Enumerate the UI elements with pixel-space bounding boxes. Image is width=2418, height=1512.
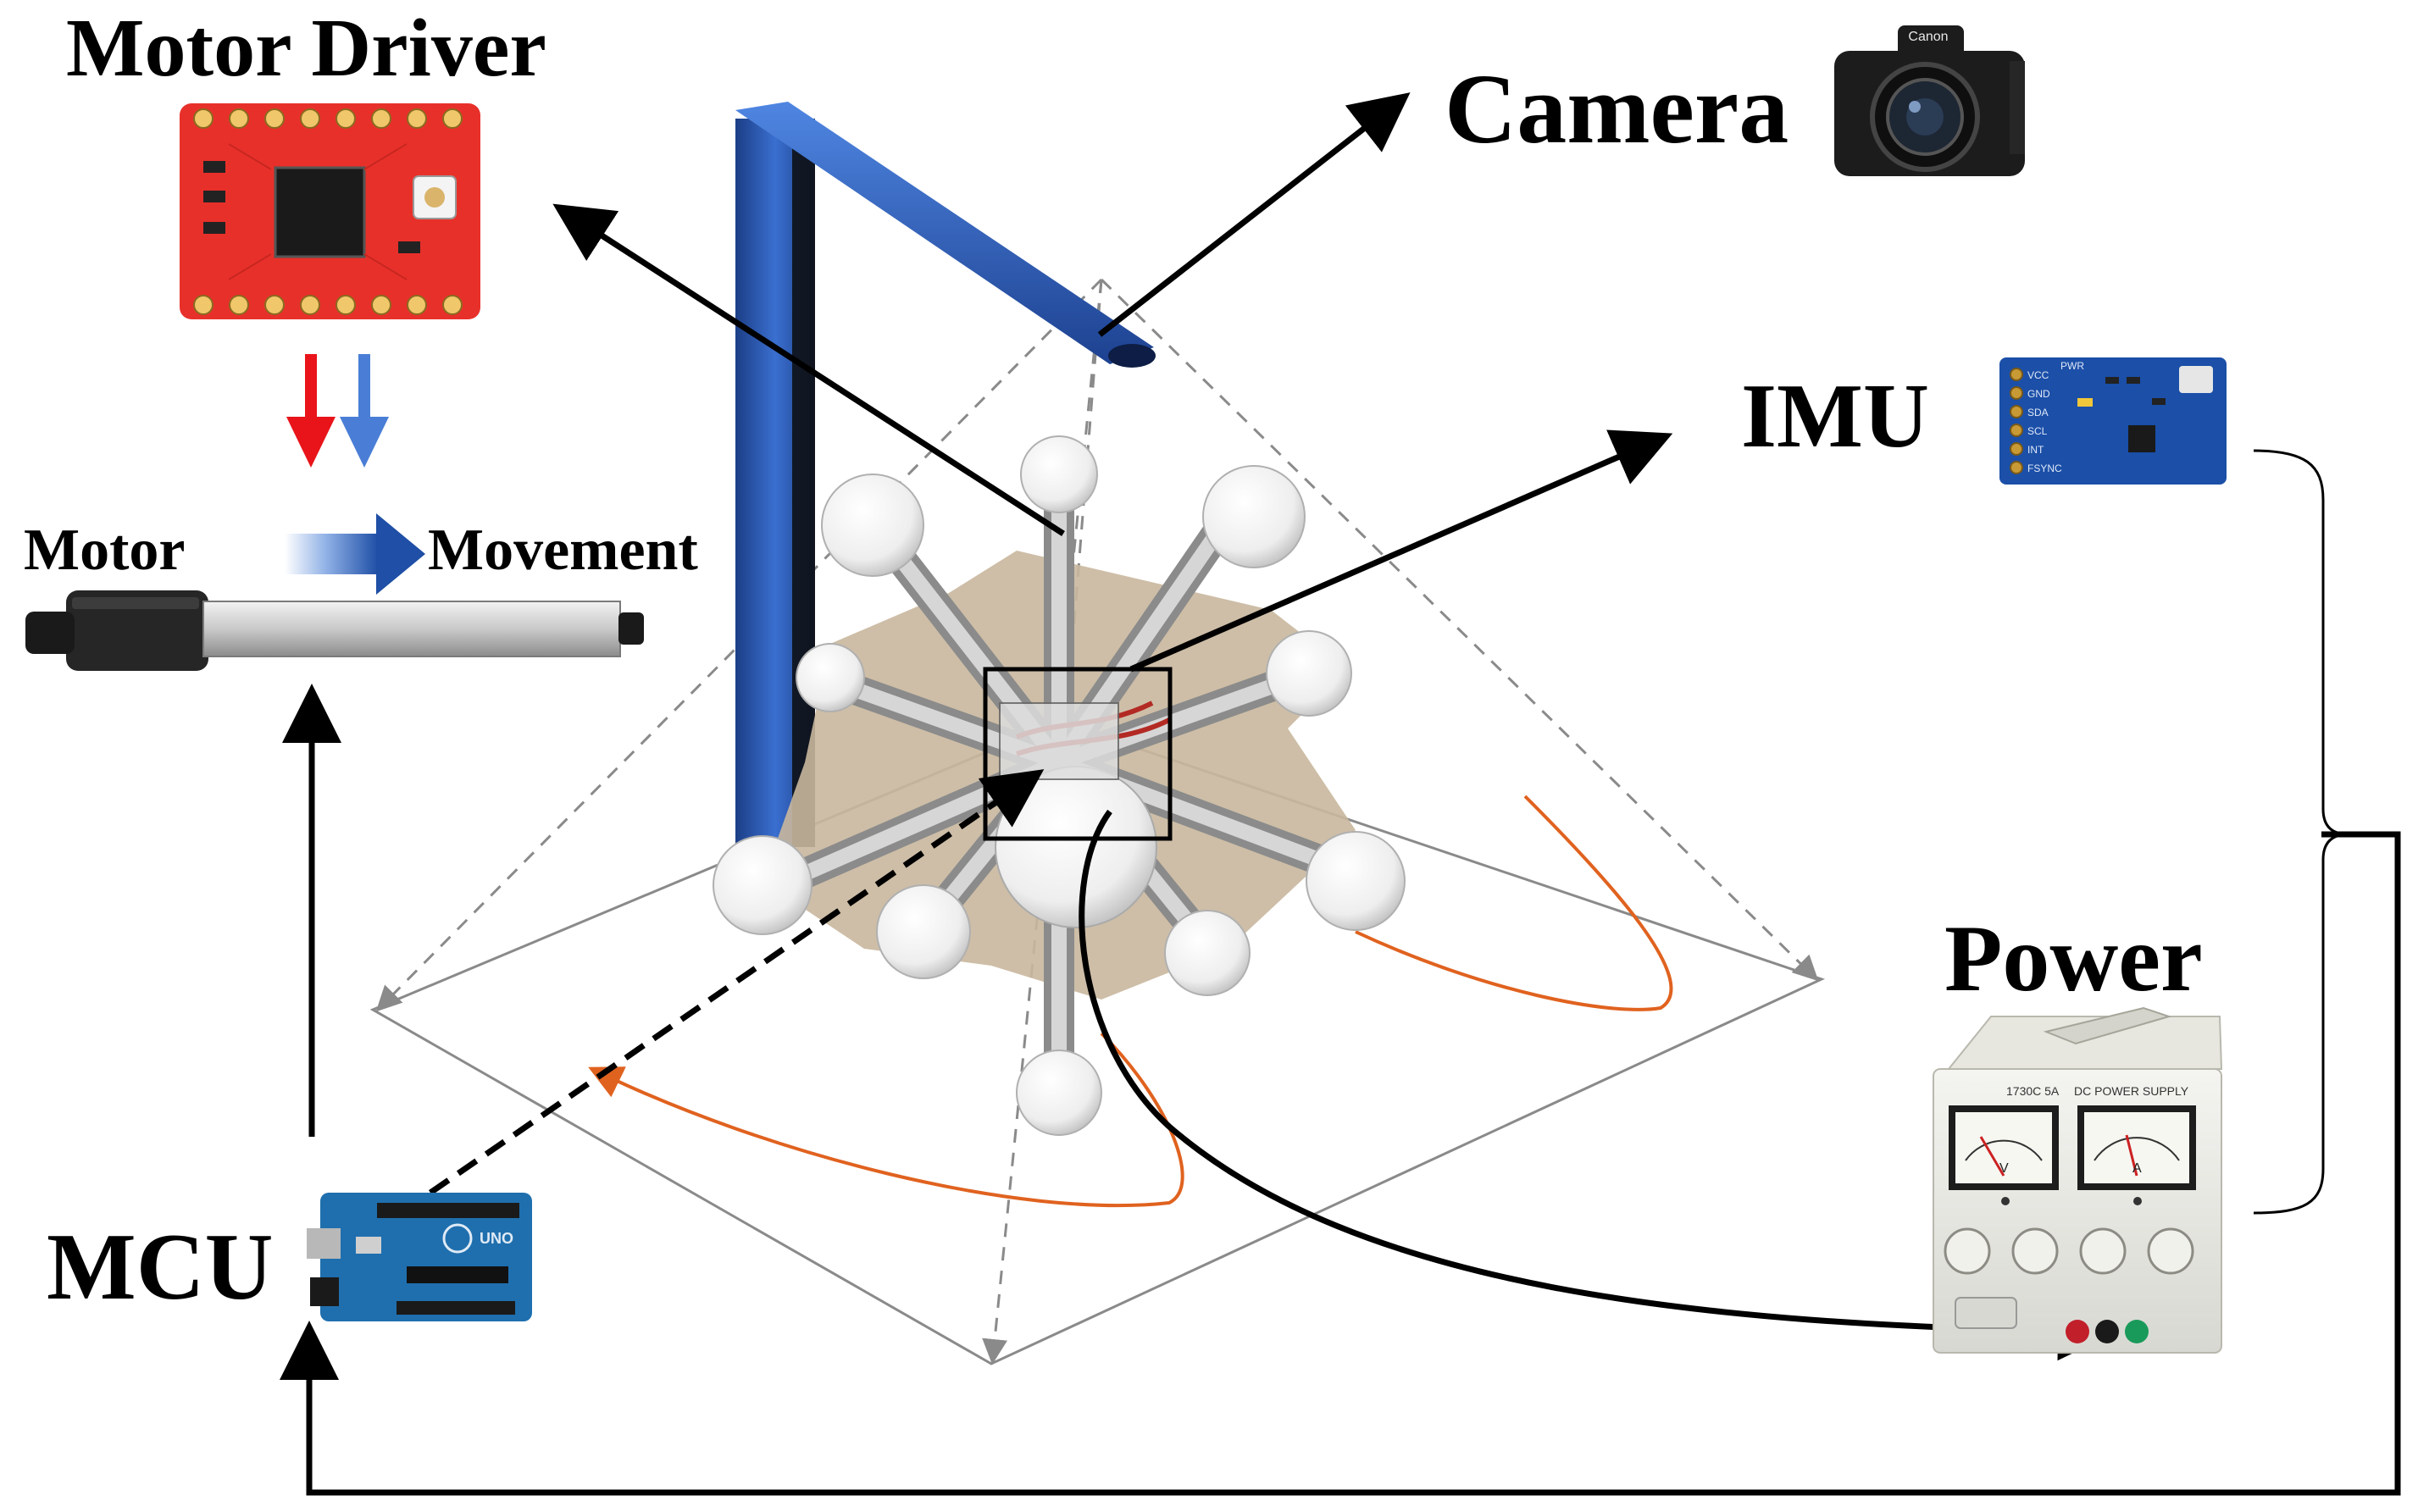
imu-pin-scl: SCL (2027, 425, 2048, 437)
imu-label: IMU (1741, 366, 1929, 467)
imu-power-bracket (2253, 449, 2349, 1215)
psu-model-text: 1730C 5A (2006, 1084, 2060, 1098)
arrow-power-cable (1079, 809, 2117, 1361)
arrow-mcu-to-robot-dashed (429, 769, 1045, 1195)
power-supply: 1730C 5A DC POWER SUPPLY V A (1933, 1006, 2223, 1354)
arduino-board: UNO (307, 1193, 532, 1321)
psu-title-text: DC POWER SUPPLY (2074, 1084, 2189, 1098)
movement-label: Movement (428, 518, 698, 583)
imu-pin-fsync: FSYNC (2027, 462, 2062, 474)
robot-ball-feet (713, 435, 1406, 1136)
camera-label: Camera (1445, 53, 1789, 164)
meter-volts-label: V (1999, 1161, 2009, 1176)
movement-arrow (285, 513, 425, 595)
imu-board: VCC GND SDA SCL INT FSYNC PWR (1999, 357, 2227, 485)
mcu-label: MCU (47, 1215, 274, 1320)
motor-driver-board (180, 103, 480, 319)
imu-pin-vcc: VCC (2027, 369, 2049, 381)
arduino-uno-label: UNO (480, 1230, 513, 1247)
camera-icon: Canon (1834, 25, 2025, 176)
fov-edge-bottom (982, 279, 1103, 1365)
connection-arrows (280, 92, 2401, 1496)
imu-pwr-marking: PWR (2060, 360, 2084, 372)
linear-actuator (25, 590, 644, 671)
arrow-frame-to-camera (1097, 92, 1411, 337)
motor-driver-label: Motor Driver (66, 3, 546, 94)
imu-location-box (983, 667, 1173, 841)
frame-horizontal-arm (735, 102, 1154, 364)
trajectory-right (1355, 795, 1673, 1011)
driver-signal-arrows (286, 354, 389, 468)
power-label: Power (1944, 906, 2203, 1011)
arrow-robot-to-motor-driver (552, 203, 1065, 536)
meter-amps-label: A (2132, 1161, 2142, 1176)
imu-pin-int: INT (2027, 444, 2044, 456)
trajectory-left (588, 1032, 1184, 1208)
overhead-camera-frame (735, 102, 1156, 847)
arrow-robot-to-imu (1129, 429, 1673, 673)
imu-pin-sda: SDA (2027, 407, 2049, 418)
arrow-power-loop-to-mcu (280, 831, 2401, 1496)
imu-pin-gnd: GND (2027, 388, 2050, 400)
camera-brand-text: Canon (1908, 30, 1948, 44)
robot-central-hub (995, 766, 1157, 928)
spherical-robot (713, 435, 1406, 1136)
motor-label: Motor (24, 518, 186, 583)
